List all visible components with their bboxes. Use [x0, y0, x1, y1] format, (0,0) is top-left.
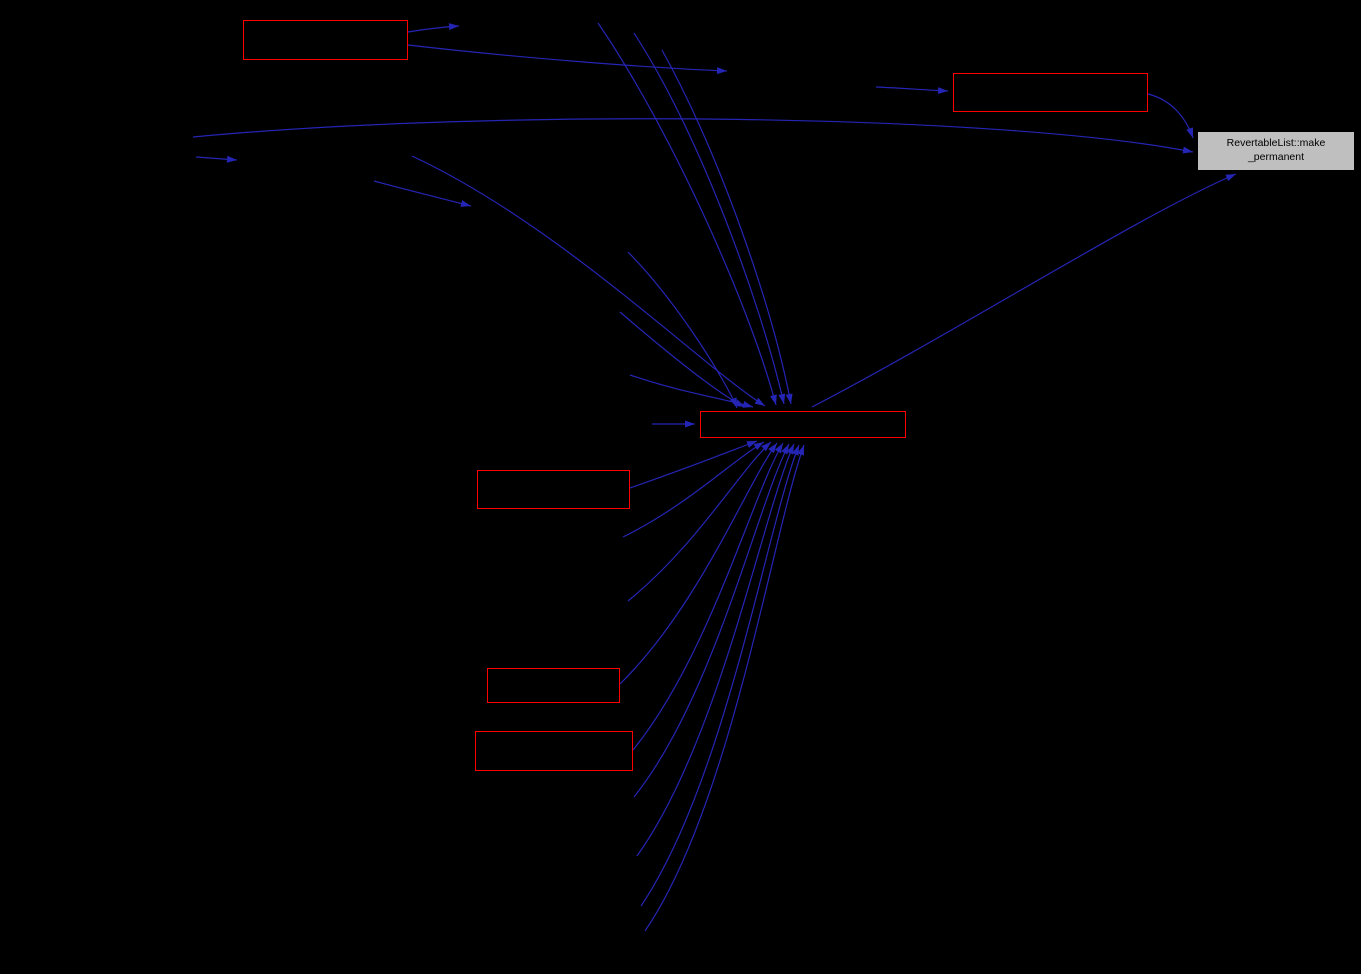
node-truncated-top-right[interactable]	[953, 73, 1148, 112]
node-make-permanent-label-line: _permanent	[1247, 151, 1305, 163]
node-truncated-center[interactable]	[700, 411, 906, 438]
node-truncated-top-left[interactable]	[243, 20, 408, 60]
node-make-permanent-label-line: RevertableList::make	[1226, 137, 1326, 150]
node-make-permanent: RevertableList::make_permanent	[1197, 131, 1355, 171]
node-truncated-low-2[interactable]	[475, 731, 633, 771]
node-truncated-mid-left[interactable]	[477, 470, 630, 509]
node-truncated-low-1[interactable]	[487, 668, 620, 703]
